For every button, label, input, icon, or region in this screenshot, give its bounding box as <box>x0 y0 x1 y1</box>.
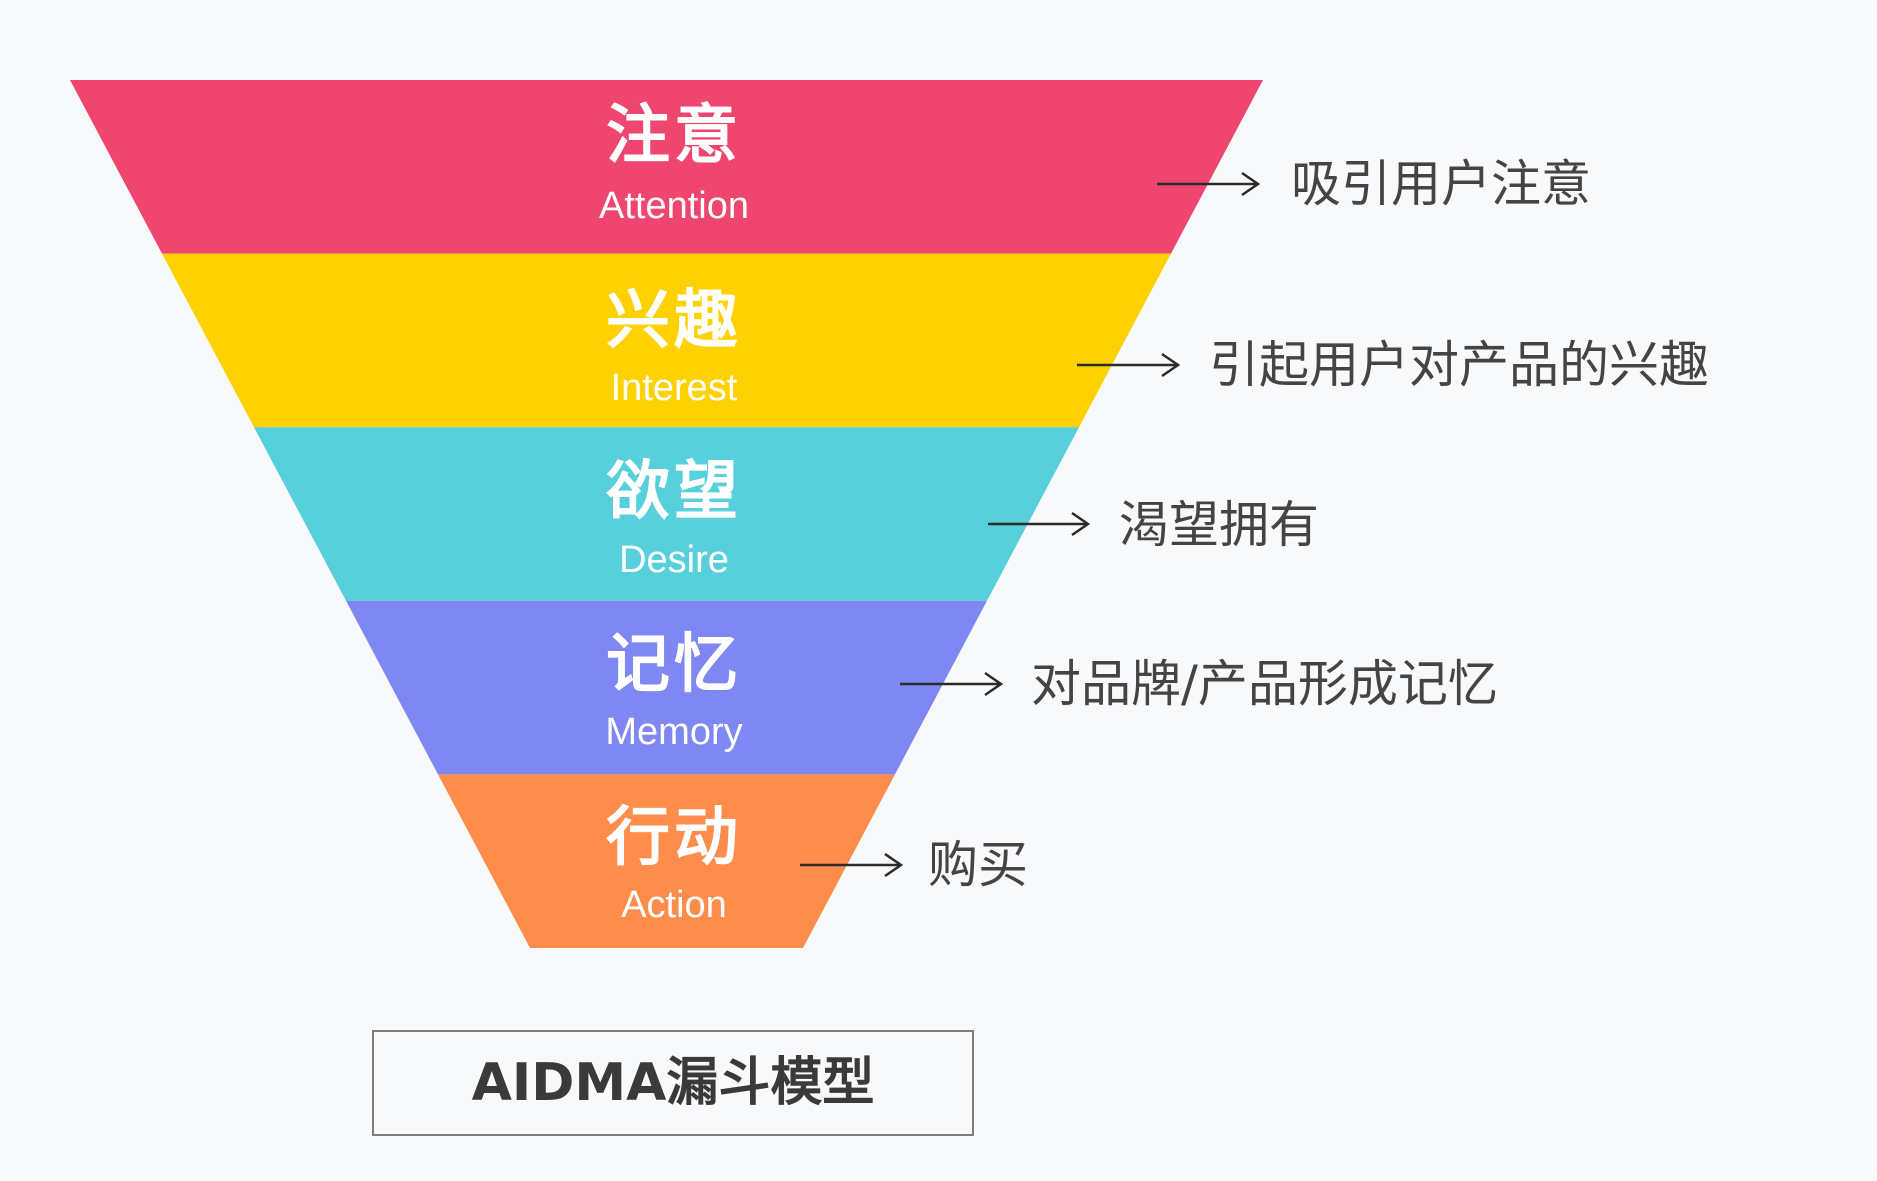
stage-description-desire: 渴望拥有 <box>1119 496 1319 554</box>
stage-subtitle-desire: Desire <box>619 539 729 581</box>
stage-description-action: 购买 <box>928 836 1028 894</box>
stage-description-memory: 对品牌/产品形成记忆 <box>1031 655 1498 713</box>
stage-title-action: 行动 <box>606 801 742 875</box>
stage-description-interest: 引起用户对产品的兴趣 <box>1209 336 1709 394</box>
arrow-icon-attention <box>1157 171 1261 197</box>
arrow-icon-memory <box>900 671 1004 697</box>
stage-title-memory: 记忆 <box>606 628 742 702</box>
caption-box: AIDMA漏斗模型 <box>372 1030 974 1136</box>
stage-subtitle-action: Action <box>621 884 727 926</box>
stage-subtitle-attention: Attention <box>599 185 749 227</box>
funnel-band-interest <box>162 253 1171 428</box>
stage-subtitle-interest: Interest <box>610 367 738 409</box>
arrow-icon-interest <box>1077 352 1181 378</box>
funnel-band-desire <box>254 427 1079 601</box>
funnel-band-memory <box>346 600 987 775</box>
stage-title-desire: 欲望 <box>606 455 742 529</box>
stage-title-attention: 注意 <box>606 99 742 173</box>
stage-subtitle-memory: Memory <box>605 711 743 753</box>
arrow-icon-desire <box>988 511 1091 537</box>
stage-title-interest: 兴趣 <box>606 284 742 358</box>
funnel-band-action <box>438 774 895 948</box>
funnel-band-attention <box>70 80 1263 254</box>
arrow-icon-action <box>800 852 904 878</box>
stage-description-attention: 吸引用户注意 <box>1291 155 1591 213</box>
caption-title: AIDMA漏斗模型 <box>471 1053 875 1113</box>
